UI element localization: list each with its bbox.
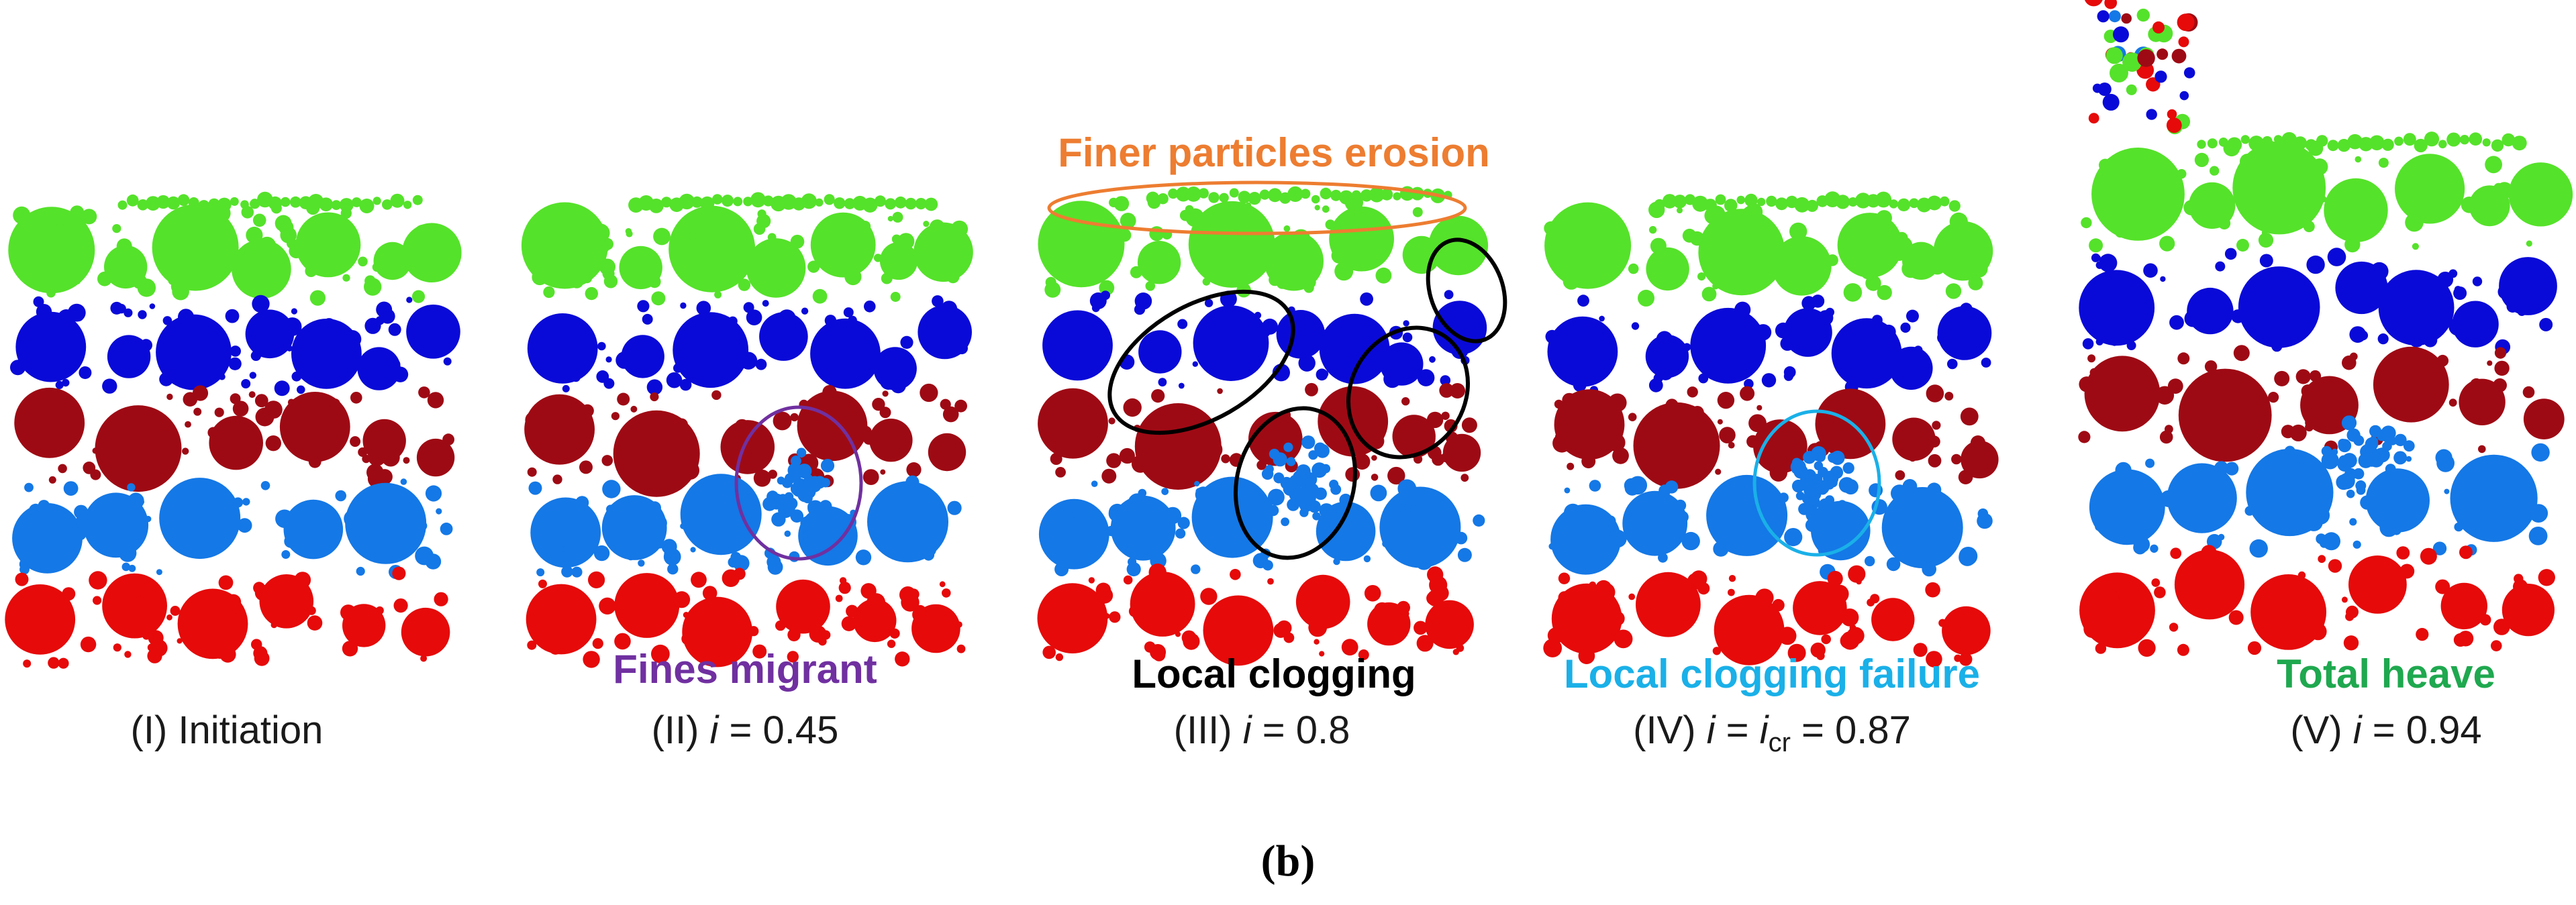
annotations bbox=[734, 180, 1881, 561]
panel-title-local-clogging: Local clogging bbox=[1132, 651, 1416, 696]
panel-title-local-clogging-failure: Local clogging failure bbox=[1564, 651, 1980, 696]
caption-panel-4: (IV) i = icr = 0.87 bbox=[1633, 708, 1911, 757]
clogging-ellipse-4 bbox=[1426, 237, 1507, 343]
clogging-ellipse-2 bbox=[1234, 406, 1357, 560]
clogging-ellipse-1 bbox=[1107, 289, 1295, 435]
caption-initiation: (I) Initiation bbox=[131, 708, 324, 752]
panel-local-clogging-failure bbox=[1543, 191, 1999, 668]
panel-title-total-heave: Total heave bbox=[2277, 651, 2495, 696]
finer-particles-erosion-ellipse bbox=[1047, 180, 1467, 235]
caption-panel-3: (III) i = 0.8 bbox=[1174, 708, 1350, 752]
panel-initiation bbox=[5, 191, 462, 669]
fines-migrant-circle bbox=[734, 405, 863, 561]
clogging-failure-circle bbox=[1752, 409, 1881, 557]
caption-panel-2: (II) i = 0.45 bbox=[652, 708, 839, 752]
panel-title-finer-particles-erosion: Finer particles erosion bbox=[1058, 130, 1490, 175]
panel-total-heave bbox=[2078, 0, 2573, 657]
figure-label: (b) bbox=[1261, 837, 1316, 886]
caption-panel-5: (V) i = 0.94 bbox=[2290, 708, 2481, 752]
panel-title-fines-migrant: Fines migrant bbox=[613, 647, 877, 692]
clogging-ellipse-3 bbox=[1346, 325, 1470, 460]
panel-fines-migrant bbox=[521, 192, 973, 668]
